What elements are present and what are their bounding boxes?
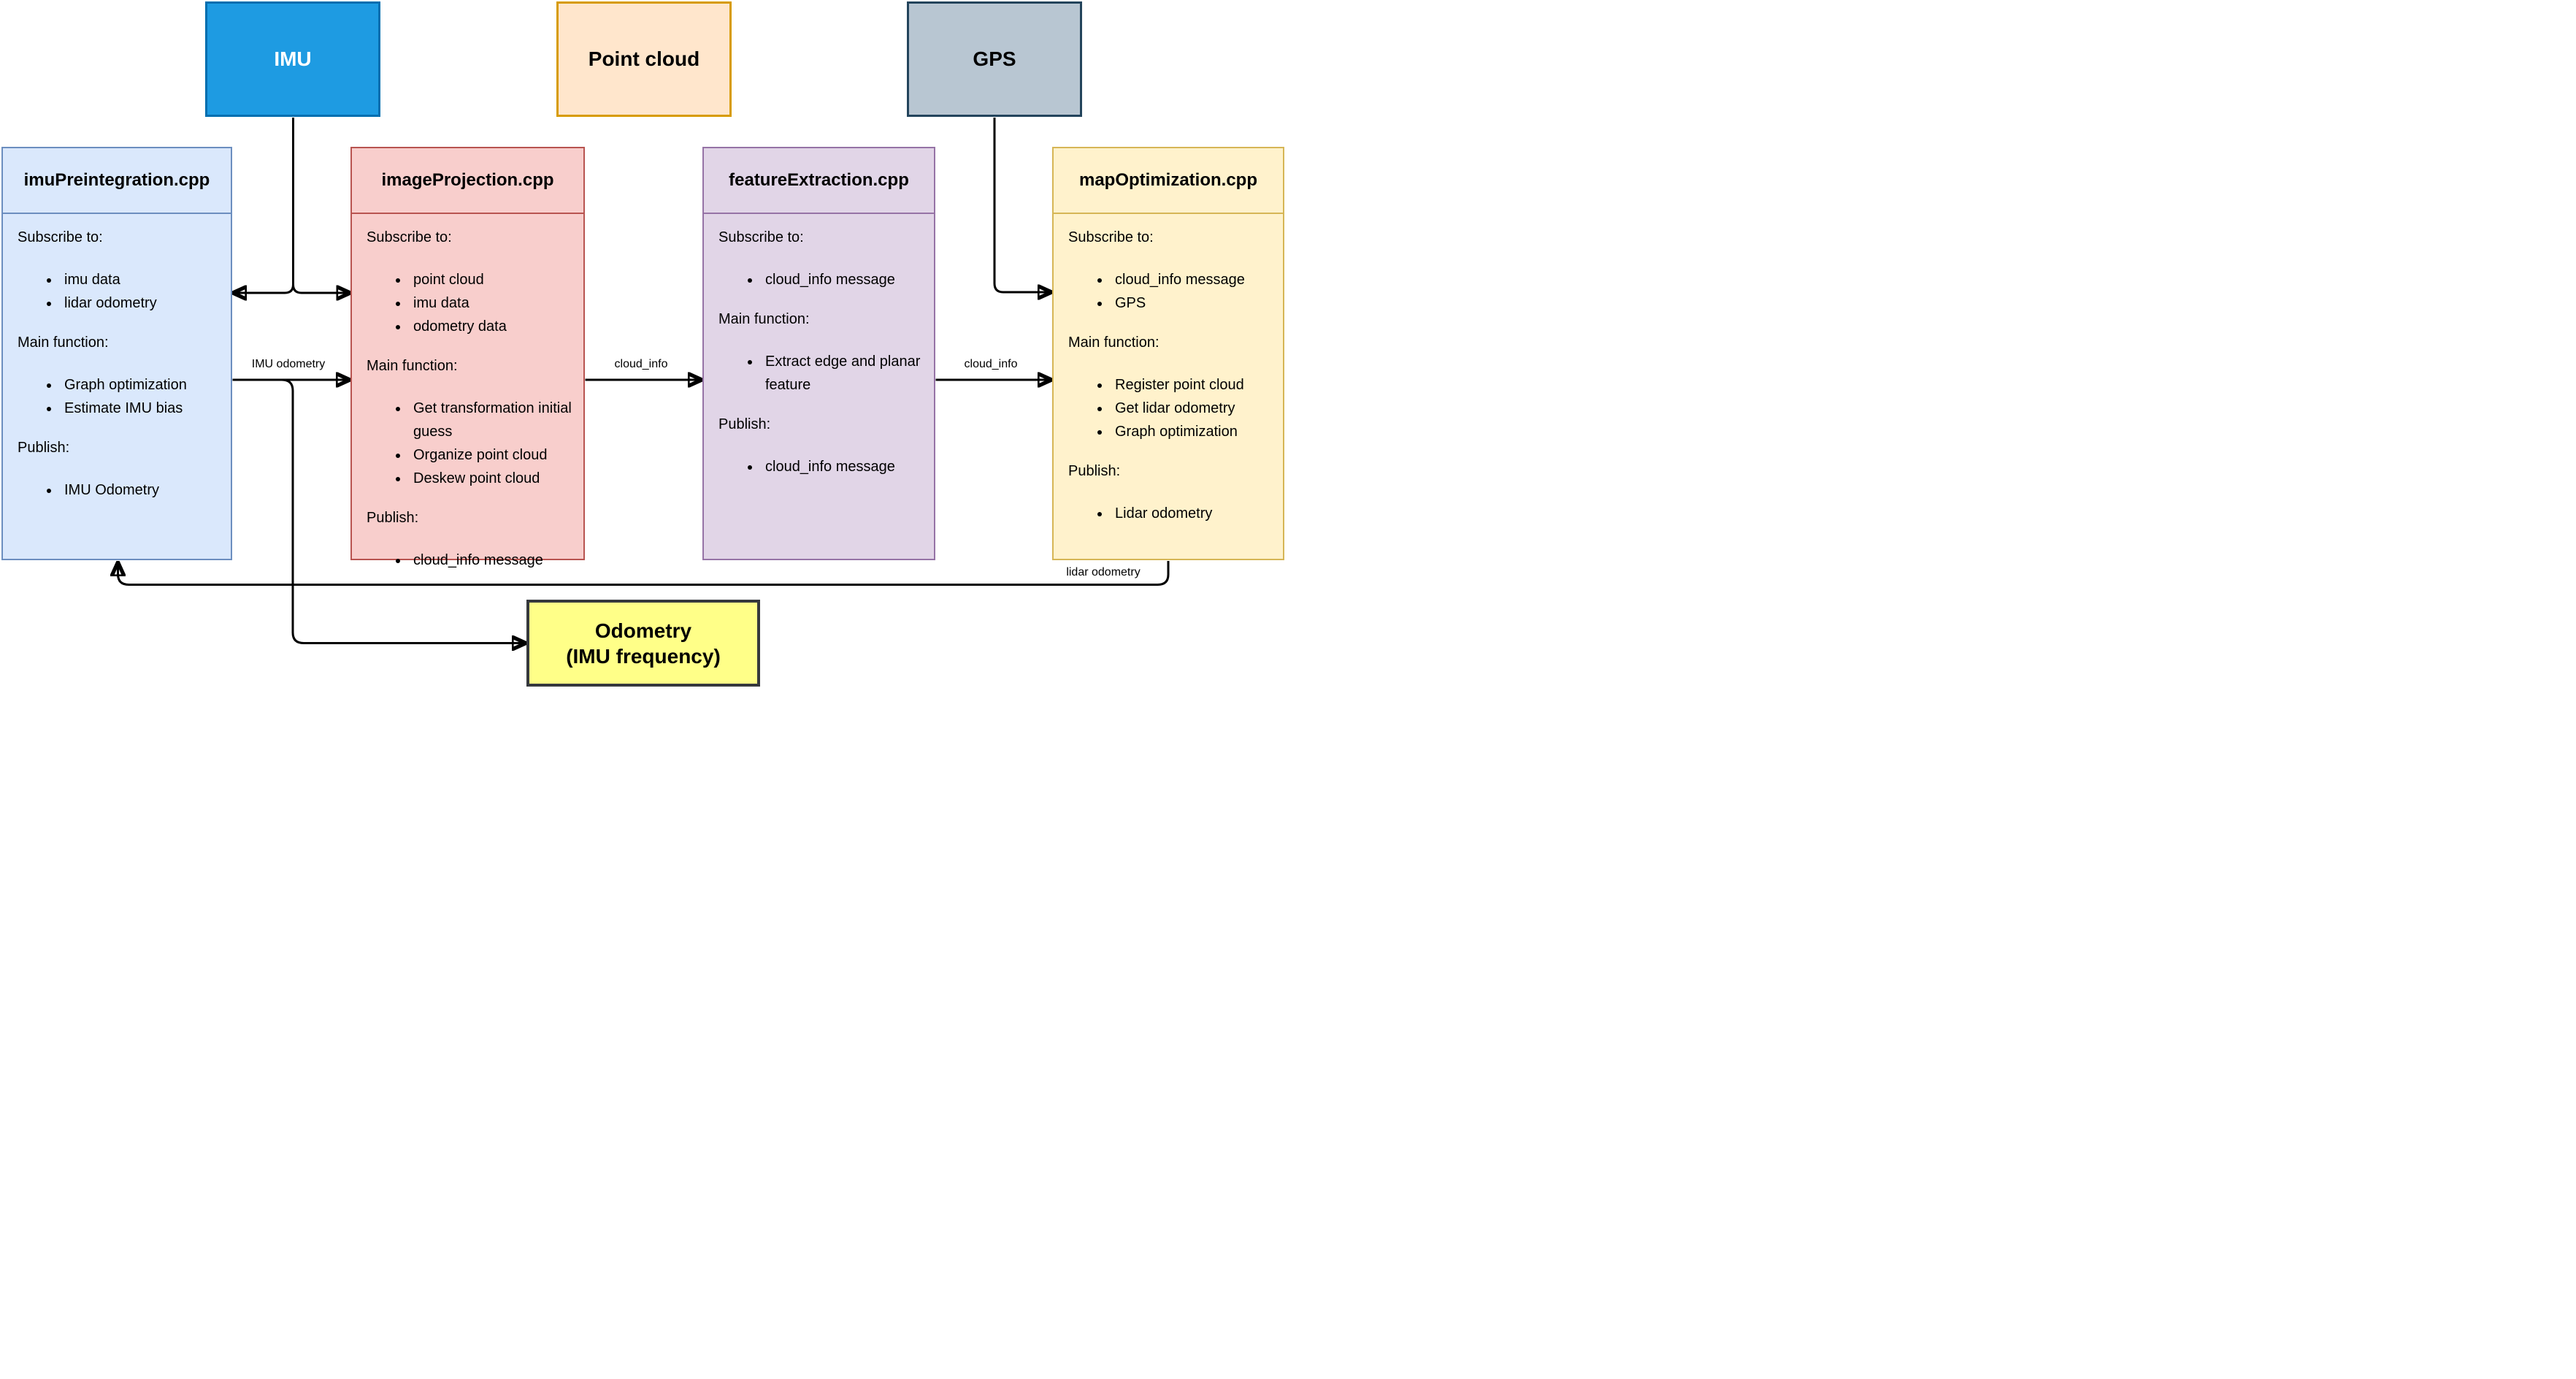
module-body: Subscribe to: cloud_info message GPS Mai… xyxy=(1054,214,1283,549)
list-item: Graph optimization xyxy=(1111,420,1274,443)
imu-odometry-branch-arrow xyxy=(281,378,525,643)
section-label-subscribe: Subscribe to: xyxy=(367,229,452,245)
output-box-odometry: Odometry (IMU frequency) xyxy=(526,600,760,687)
source-box-gps-label: GPS xyxy=(973,47,1016,70)
edge-label-imu-odometry: IMU odometry xyxy=(251,358,326,370)
section-label-subscribe: Subscribe to: xyxy=(718,229,804,245)
section-label-main: Main function: xyxy=(1068,335,1159,351)
diagram-canvas: IMU Point cloud GPS imuPreintegration.cp… xyxy=(0,0,1288,690)
list-item: Estimate IMU bias xyxy=(60,397,222,420)
list-item: Extract edge and planar feature xyxy=(761,350,925,397)
publish-list: cloud_info message xyxy=(718,455,925,478)
list-item: lidar odometry xyxy=(60,291,222,315)
list-item: Deskew point cloud xyxy=(409,467,575,490)
section-label-subscribe: Subscribe to: xyxy=(18,229,103,245)
section-label-main: Main function: xyxy=(367,358,458,374)
publish-list: cloud_info message xyxy=(367,549,575,572)
edge-label-lidar-odometry: lidar odometry xyxy=(1066,566,1141,578)
section-label-publish: Publish: xyxy=(367,510,419,526)
module-card-imupreintegration: imuPreintegration.cpp Subscribe to: imu … xyxy=(1,147,232,560)
list-item: cloud_info message xyxy=(409,549,575,572)
section-label-publish: Publish: xyxy=(718,416,771,432)
list-item: Lidar odometry xyxy=(1111,502,1274,525)
list-item: cloud_info message xyxy=(761,455,925,478)
list-item: imu data xyxy=(60,268,222,291)
module-body: Subscribe to: point cloud imu data odome… xyxy=(352,214,583,595)
module-body: Subscribe to: imu data lidar odometry Ma… xyxy=(3,214,231,525)
source-box-gps: GPS xyxy=(907,1,1082,117)
output-box-label-line2: (IMU frequency) xyxy=(566,644,721,668)
subscribe-list: cloud_info message GPS xyxy=(1068,268,1274,315)
module-title-text: mapOptimization.cpp xyxy=(1078,170,1257,190)
list-item: cloud_info message xyxy=(1111,268,1274,291)
main-function-list: Graph optimization Estimate IMU bias xyxy=(18,373,222,420)
module-title-text: featureExtraction.cpp xyxy=(729,170,909,190)
list-item: odometry data xyxy=(409,315,575,338)
module-title: featureExtraction.cpp xyxy=(704,148,934,214)
module-title: imageProjection.cpp xyxy=(352,148,583,214)
list-item: Get transformation initial guess xyxy=(409,397,575,443)
module-card-featureextraction: featureExtraction.cpp Subscribe to: clou… xyxy=(702,147,935,560)
source-box-point-cloud: Point cloud xyxy=(556,1,732,117)
imu-to-imageprojection-arrow xyxy=(292,284,350,294)
module-title: imuPreintegration.cpp xyxy=(3,148,231,214)
list-item: GPS xyxy=(1111,291,1274,315)
module-title: mapOptimization.cpp xyxy=(1054,148,1283,214)
section-label-main: Main function: xyxy=(18,335,109,351)
gps-to-mapoptimization-arrow xyxy=(993,118,1051,292)
list-item: Get lidar odometry xyxy=(1111,397,1274,420)
list-item: point cloud xyxy=(409,268,575,291)
module-card-mapoptimization: mapOptimization.cpp Subscribe to: cloud_… xyxy=(1052,147,1284,560)
section-label-publish: Publish: xyxy=(18,440,70,456)
lidar-odometry-feedback-arrow xyxy=(118,561,1170,586)
main-function-list: Get transformation initial guess Organiz… xyxy=(367,397,575,490)
list-item: Organize point cloud xyxy=(409,443,575,467)
module-card-imageprojection: imageProjection.cpp Subscribe to: point … xyxy=(350,147,585,568)
output-box-label-line1: Odometry xyxy=(594,619,692,642)
section-label-publish: Publish: xyxy=(1068,463,1121,479)
module-title-text: imuPreintegration.cpp xyxy=(23,170,210,190)
subscribe-list: imu data lidar odometry xyxy=(18,268,222,315)
edge-label-cloud-info-1: cloud_info xyxy=(614,358,668,370)
source-box-point-cloud-label: Point cloud xyxy=(588,47,700,70)
main-function-list: Register point cloud Get lidar odometry … xyxy=(1068,373,1274,443)
list-item: Register point cloud xyxy=(1111,373,1274,397)
main-function-list: Extract edge and planar feature xyxy=(718,350,925,397)
module-title-text: imageProjection.cpp xyxy=(381,170,554,190)
list-item: IMU Odometry xyxy=(60,478,222,502)
module-body: Subscribe to: cloud_info message Main fu… xyxy=(704,214,934,502)
subscribe-list: cloud_info message xyxy=(718,268,925,291)
section-label-subscribe: Subscribe to: xyxy=(1068,229,1154,245)
subscribe-list: point cloud imu data odometry data xyxy=(367,268,575,338)
source-box-imu: IMU xyxy=(205,1,380,117)
edge-label-cloud-info-2: cloud_info xyxy=(964,358,1018,370)
publish-list: IMU Odometry xyxy=(18,478,222,502)
source-box-imu-label: IMU xyxy=(274,47,312,70)
list-item: imu data xyxy=(409,291,575,315)
imu-to-imupreintegration-arrow xyxy=(234,118,294,293)
publish-list: Lidar odometry xyxy=(1068,502,1274,525)
list-item: Graph optimization xyxy=(60,373,222,397)
section-label-main: Main function: xyxy=(718,311,810,327)
list-item: cloud_info message xyxy=(761,268,925,291)
edges-layer xyxy=(0,118,1170,690)
